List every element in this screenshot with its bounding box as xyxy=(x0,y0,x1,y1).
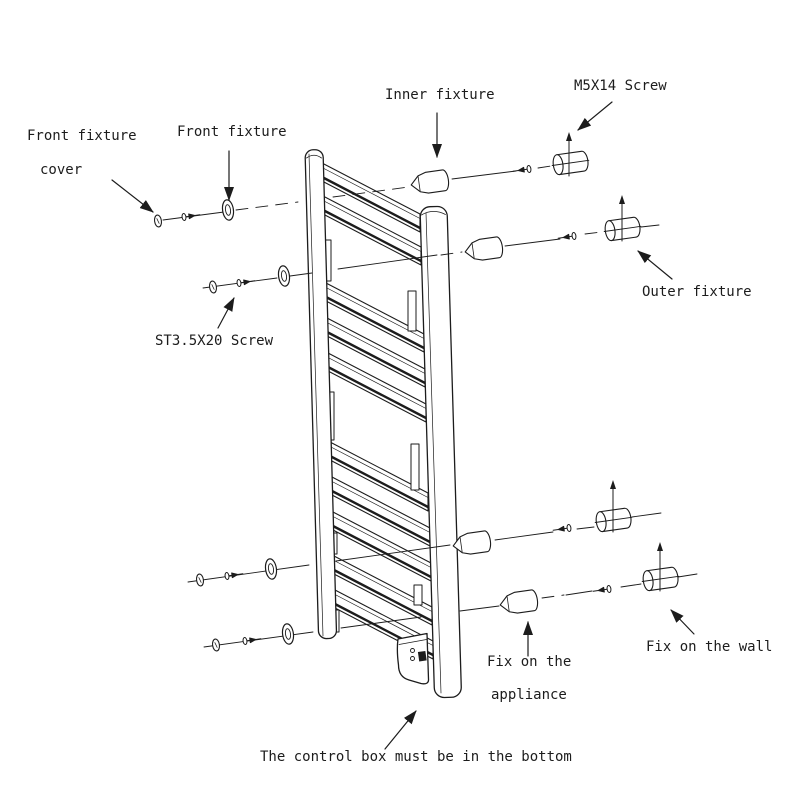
assembly-axis-row-2 xyxy=(202,195,660,294)
label-m5x14-screw: M5X14 Screw xyxy=(574,78,667,94)
label-front-fixture-cover-line1: Front fixture xyxy=(27,128,137,144)
label-outer-fixture: Outer fixture xyxy=(642,284,752,300)
front-fixture-part xyxy=(276,264,292,288)
assembly-axis-row-4 xyxy=(203,542,698,652)
m5x14-screw-arrow xyxy=(577,101,613,131)
outer-fixture-part xyxy=(550,149,591,176)
outer-fixture-arrow xyxy=(637,250,673,280)
m5-screw-part xyxy=(557,231,577,243)
st-screw-part xyxy=(236,276,256,288)
st-screw-part xyxy=(181,210,201,222)
front-fixture-cover-part xyxy=(153,214,163,228)
label-fix-on-appliance-line1: Fix on the xyxy=(487,654,572,670)
label-inner-fixture: Inner fixture xyxy=(385,87,495,103)
left-rail xyxy=(304,149,338,640)
assembly-axis-row-1 xyxy=(153,132,591,228)
wall-screw-icon xyxy=(610,480,616,489)
front-fixture-cover-arrow xyxy=(111,179,154,213)
assembly-axis-row-3 xyxy=(187,480,662,587)
wall-screw-icon xyxy=(566,132,572,141)
front-fixture-cover-part xyxy=(208,280,218,294)
connector-tube xyxy=(410,443,420,491)
wall-screw-icon xyxy=(657,542,663,551)
label-front-fixture: Front fixture xyxy=(177,124,287,140)
label-fix-on-wall: Fix on the wall xyxy=(646,639,773,655)
control-box-arrow xyxy=(384,710,417,750)
st-screw-part xyxy=(242,634,262,646)
front-fixture-part xyxy=(280,622,296,646)
label-fix-on-appliance-line2: appliance xyxy=(491,687,567,703)
inner-fixture-part xyxy=(463,235,505,263)
control-box xyxy=(396,632,430,685)
front-fixture-part xyxy=(263,557,279,581)
inner-fixture-part xyxy=(409,168,451,196)
m5-screw-part xyxy=(592,584,612,596)
right-rail xyxy=(419,205,462,699)
label-front-fixture-cover-line2: cover xyxy=(40,162,83,178)
control-box-led xyxy=(410,648,415,653)
control-box-led xyxy=(410,656,415,661)
wall-screw-icon xyxy=(619,195,625,204)
connector-tube xyxy=(413,584,423,606)
m5-screw-part xyxy=(512,164,532,176)
connector-tube xyxy=(407,290,417,332)
inner-fixture-part xyxy=(498,588,540,616)
label-arrows xyxy=(111,101,695,750)
label-st3-5x20-screw: ST3.5X20 Screw xyxy=(155,333,274,349)
fix-wall-arrow xyxy=(670,609,695,635)
control-box-switch xyxy=(417,650,427,662)
label-control-box-note: The control box must be in the bottom xyxy=(260,749,572,765)
front-fixture-cover-part xyxy=(195,573,205,587)
front-fixture-part xyxy=(220,198,236,222)
st-screw-arrow xyxy=(217,297,235,329)
m5-screw-part xyxy=(552,523,572,535)
front-fixture-cover-part xyxy=(211,638,221,652)
